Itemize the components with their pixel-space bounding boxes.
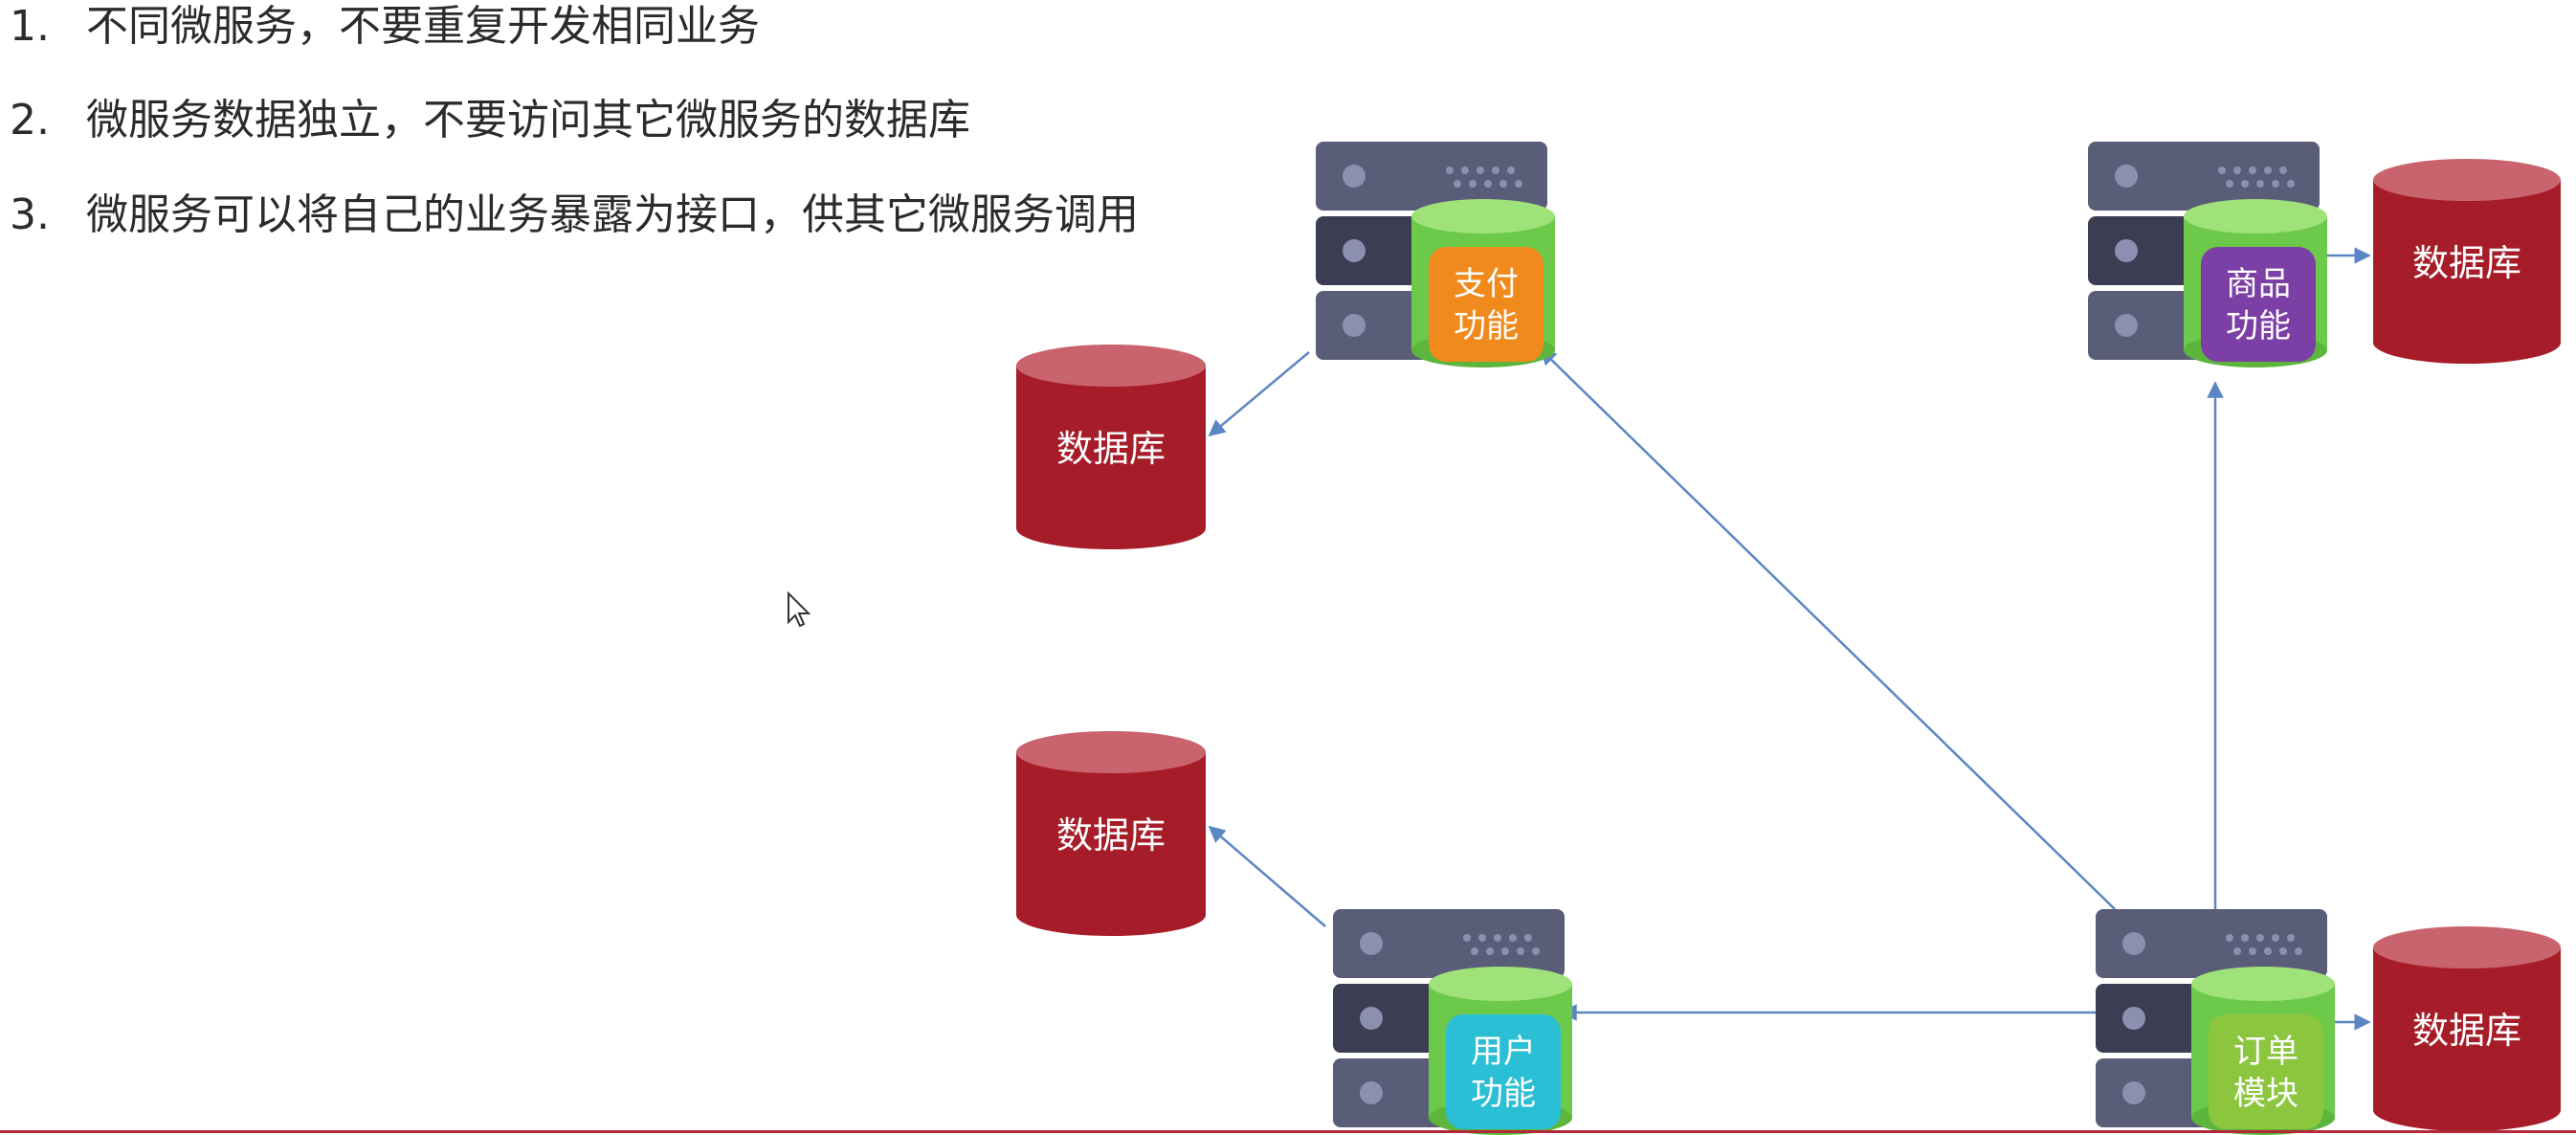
service-order: 订单 模块 [2096,909,2335,1135]
service-label-line2: 功能 [1471,1075,1536,1113]
service-label-line1: 支付 [1454,265,1519,303]
rule-text: 不同微服务，不要重复开发相同业务 [86,2,760,51]
arrow-user-to-db [1208,825,1326,927]
service-label-line1: 用户 [1471,1033,1536,1071]
database-user: 数据库 [1016,731,1206,936]
rule-item-1: 1.不同微服务，不要重复开发相同业务 [10,6,760,48]
database-pay: 数据库 [1016,345,1206,549]
arrow-pay-to-db [1208,351,1310,437]
rule-text: 微服务数据独立，不要访问其它微服务的数据库 [86,96,970,145]
rule-item-3: 3.微服务可以将自己的业务暴露为接口，供其它微服务调用 [10,194,1139,236]
database-order: 数据库 [2373,926,2561,1131]
arrow-order-to-pay [1539,347,2116,910]
rule-number: 3. [10,190,50,239]
service-product: 商品 功能 [2088,142,2327,367]
rule-number: 2. [10,96,50,145]
database-label: 数据库 [1056,814,1166,857]
service-pay: 支付 功能 [1316,142,1555,367]
service-label-line2: 功能 [2226,307,2291,345]
rule-number: 1. [10,2,50,51]
database-label: 数据库 [2412,242,2521,284]
service-user: 用户 功能 [1333,909,1572,1135]
database-label: 数据库 [2412,1010,2521,1052]
service-badge [1429,247,1543,362]
service-badge [1446,1014,1561,1129]
service-label-line1: 订单 [2233,1033,2298,1071]
mouse-cursor-icon [788,590,811,628]
service-label-line1: 商品 [2226,265,2291,303]
arrows [1208,247,2371,1031]
service-label-line2: 功能 [1454,307,1519,345]
database-product: 数据库 [2373,159,2561,364]
rule-text: 微服务可以将自己的业务暴露为接口，供其它微服务调用 [86,190,1139,239]
footer-accent-line [0,1130,2576,1133]
database-label: 数据库 [1056,428,1166,470]
service-label-line2: 模块 [2233,1075,2298,1113]
service-badge [2209,1014,2323,1129]
service-badge [2201,247,2316,362]
rule-item-2: 2.微服务数据独立，不要访问其它微服务的数据库 [10,100,970,142]
